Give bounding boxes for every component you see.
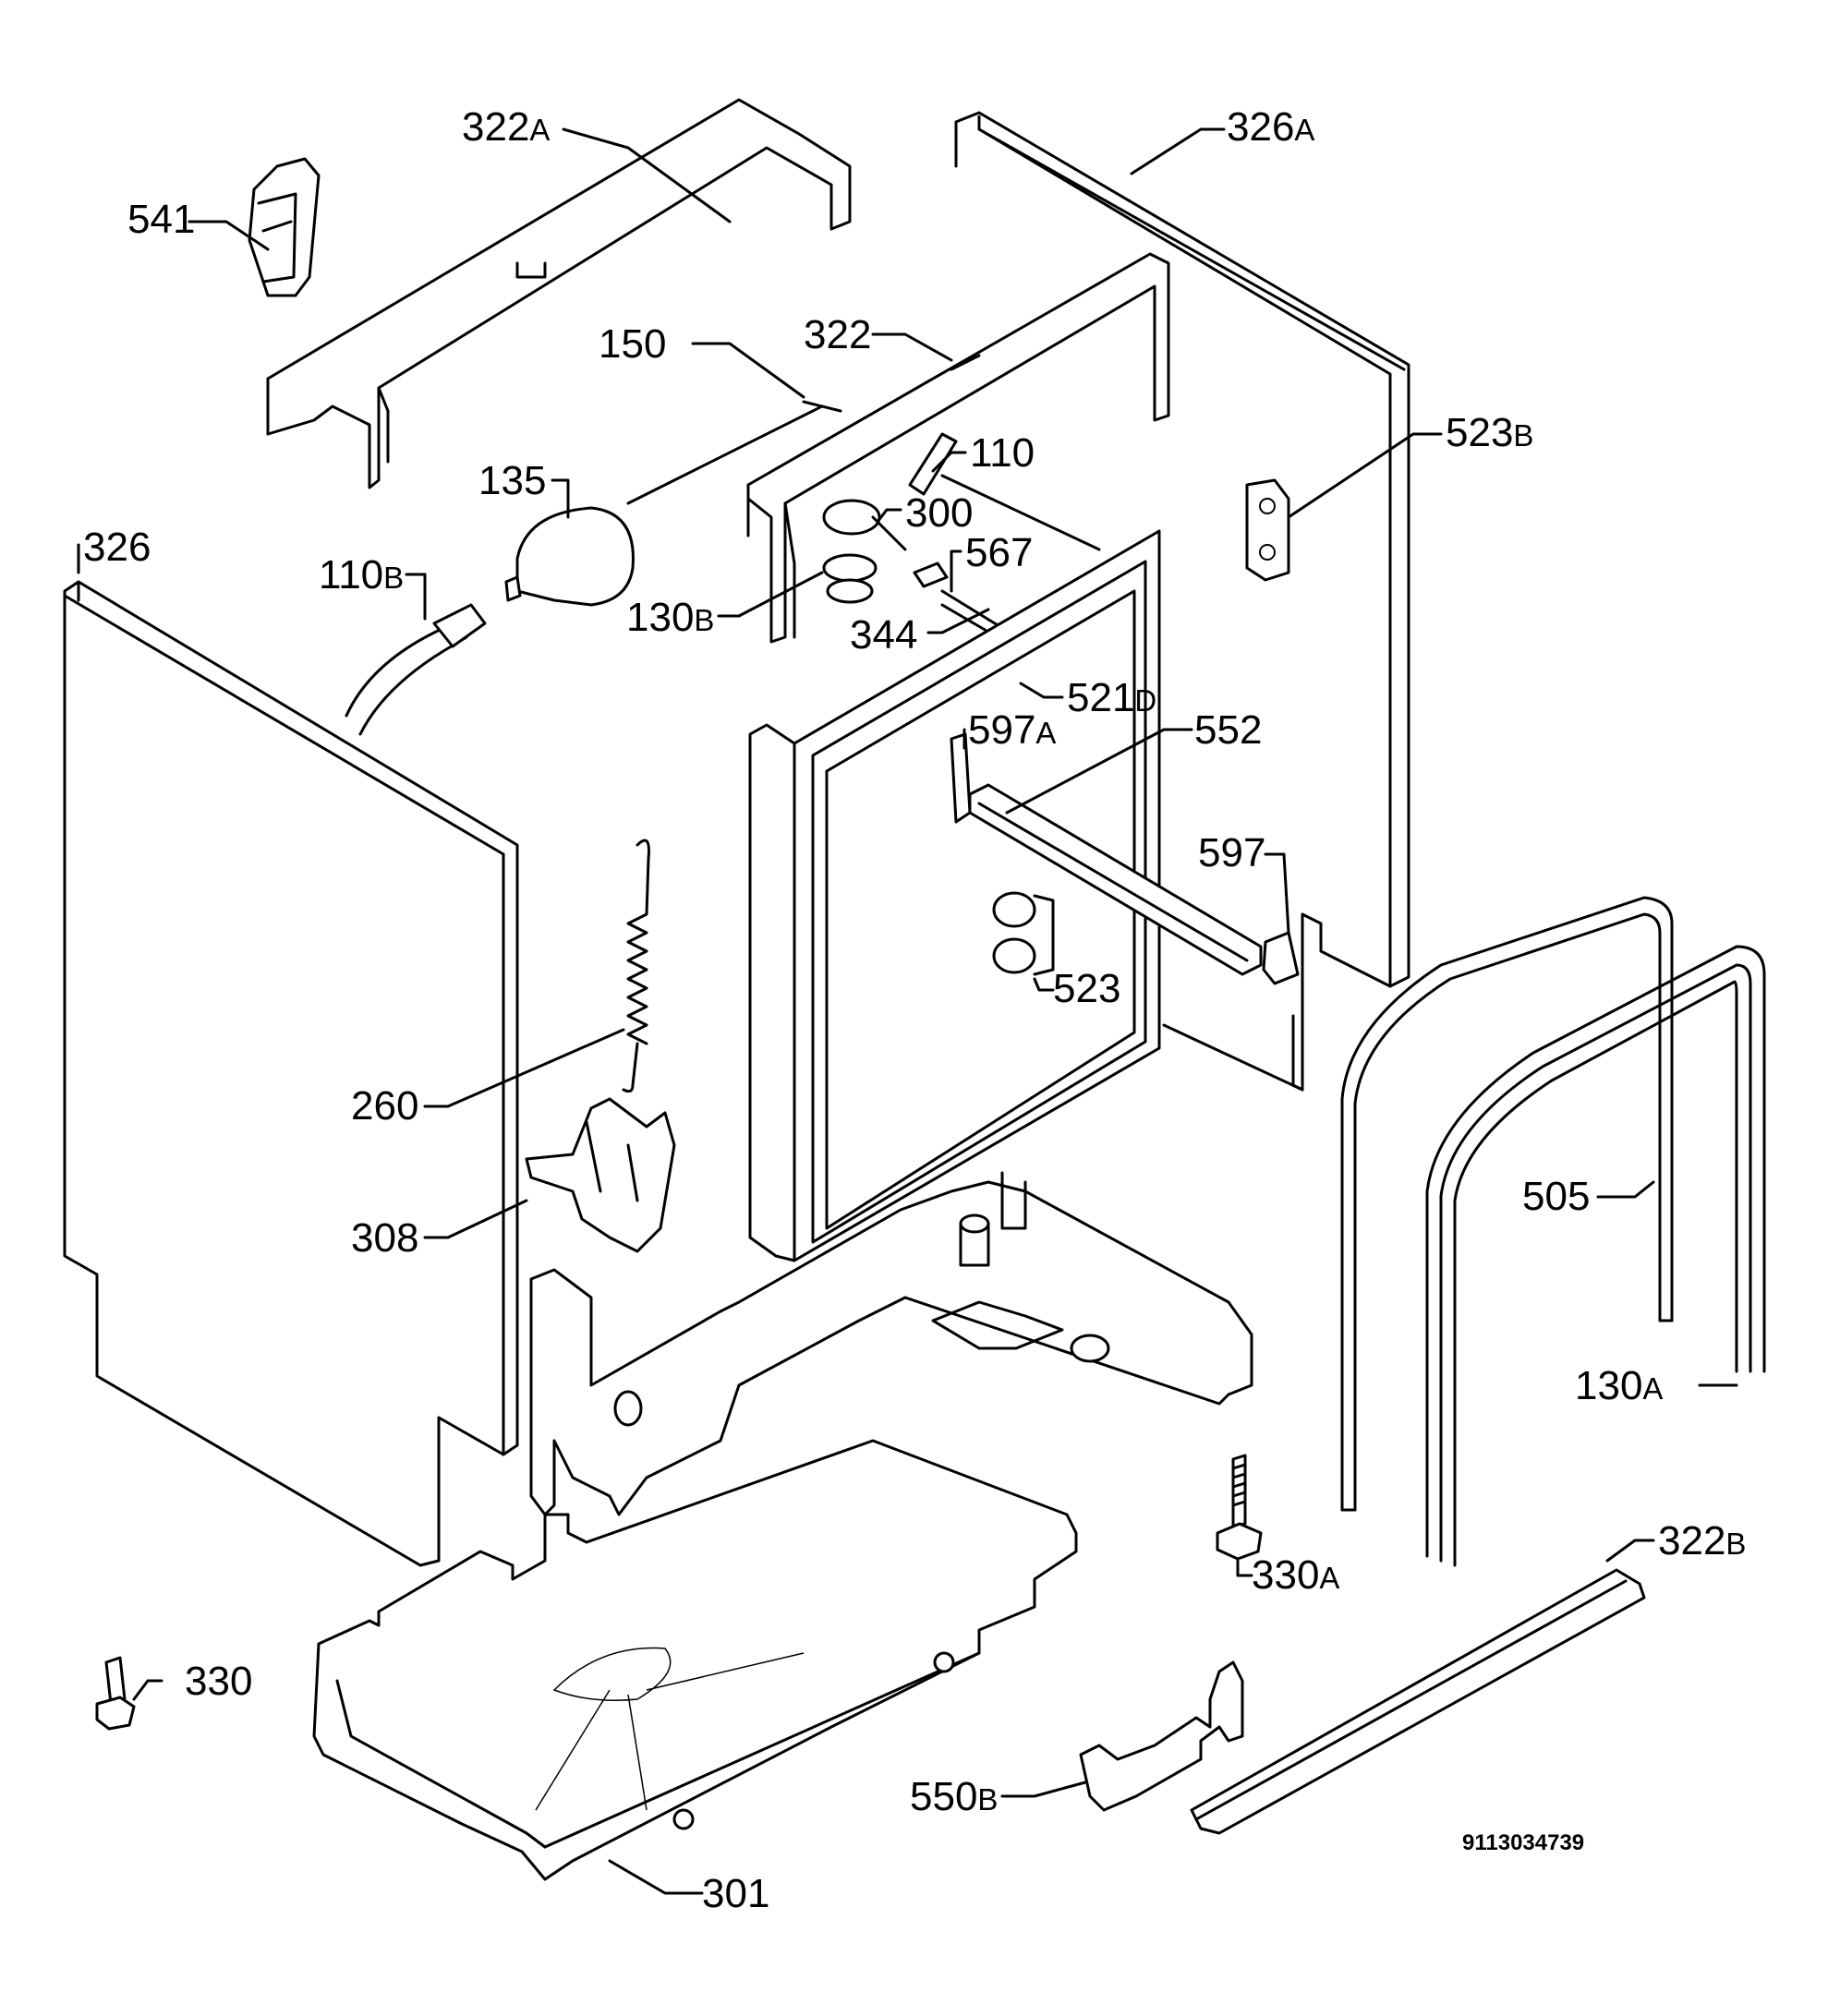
part-326-left-panel xyxy=(63,580,519,1567)
reference-number: 9113034739 xyxy=(1462,1830,1584,1855)
label-308: 308 xyxy=(351,1215,418,1261)
part-tub-front-frame xyxy=(748,529,1161,1262)
part-550b-plinth-bracket xyxy=(1079,1660,1244,1812)
part-330-screw xyxy=(95,1656,136,1731)
part-130a-tub-seal xyxy=(1425,945,1766,1567)
part-150-back-edge xyxy=(626,400,1101,551)
part-322a-top-bracket xyxy=(266,98,852,489)
part-330a-adjustable-foot xyxy=(1216,1454,1263,1561)
part-301-base-tray xyxy=(312,1439,1078,1881)
label-344: 344 xyxy=(850,612,917,658)
label-567: 567 xyxy=(965,530,1033,575)
part-135-salt-container xyxy=(504,506,635,607)
label-130a: 130A xyxy=(1575,1363,1663,1408)
label-150: 150 xyxy=(599,321,666,367)
label-110b: 110B xyxy=(319,552,404,598)
part-552-rail xyxy=(950,732,1300,985)
label-135: 135 xyxy=(478,458,546,503)
part-260-spring xyxy=(622,839,650,1093)
part-322-inner-frame xyxy=(746,252,1170,644)
part-541-hinge-clip xyxy=(248,157,321,297)
label-552: 552 xyxy=(1194,707,1262,753)
label-326a: 326A xyxy=(1227,104,1314,150)
part-300-cap-assembly xyxy=(822,499,1004,639)
label-330a: 330A xyxy=(1252,1552,1339,1598)
leader-lines xyxy=(77,127,1738,1895)
part-110b-drain-hose xyxy=(345,603,487,736)
label-541: 541 xyxy=(127,197,195,242)
label-260: 260 xyxy=(351,1083,418,1129)
part-110-hose xyxy=(908,432,958,496)
label-523b: 523B xyxy=(1446,410,1533,455)
label-130b: 130B xyxy=(626,595,714,640)
label-326: 326 xyxy=(83,525,151,570)
label-322: 322 xyxy=(804,312,871,357)
part-base-frame xyxy=(529,1171,1253,1516)
part-322b-plinth-rail xyxy=(1190,1568,1646,1835)
label-300: 300 xyxy=(905,490,973,536)
label-110: 110 xyxy=(970,430,1035,476)
part-523b-bushing xyxy=(1245,478,1290,582)
part-326a-side-panel xyxy=(954,111,1410,1092)
label-521d: 521D xyxy=(1067,675,1156,720)
label-523: 523 xyxy=(1053,966,1120,1011)
label-505: 505 xyxy=(1522,1174,1590,1219)
label-550b: 550B xyxy=(910,1774,998,1819)
part-labels: 322A 326A 541 150 322 110 523B 135 300 3… xyxy=(83,104,1746,1916)
label-322b: 322B xyxy=(1658,1518,1746,1563)
part-523-bushings xyxy=(992,891,1055,976)
label-597a: 597A xyxy=(968,707,1056,753)
label-597: 597 xyxy=(1198,830,1265,875)
label-330: 330 xyxy=(185,1659,252,1704)
part-308-door-hinge xyxy=(525,1097,676,1253)
part-505-door-seal xyxy=(1340,896,1674,1512)
label-301: 301 xyxy=(702,1871,769,1916)
label-322a: 322A xyxy=(462,104,550,150)
